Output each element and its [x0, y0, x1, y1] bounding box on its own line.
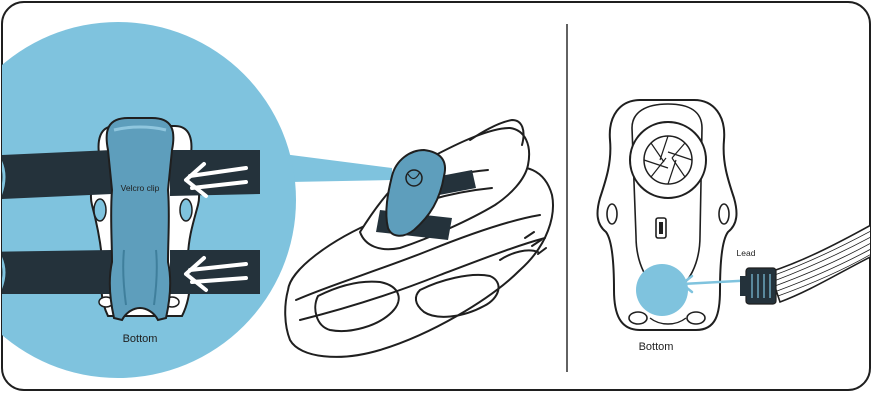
bottom-label-left: Bottom: [123, 333, 158, 345]
lead-label: Lead: [737, 248, 756, 258]
bottom-label-right: Bottom: [639, 341, 674, 353]
lead-socket-highlight: [636, 264, 688, 316]
strap-bottom-right: [170, 250, 260, 294]
sensor-pod: [598, 100, 737, 330]
strap-top: [0, 150, 112, 200]
lead-connector: [746, 268, 776, 304]
velcro-clip-zoom: [107, 118, 174, 320]
strap-bottom: [0, 250, 112, 294]
velcro-clip-label: Velcro clip: [121, 183, 160, 193]
